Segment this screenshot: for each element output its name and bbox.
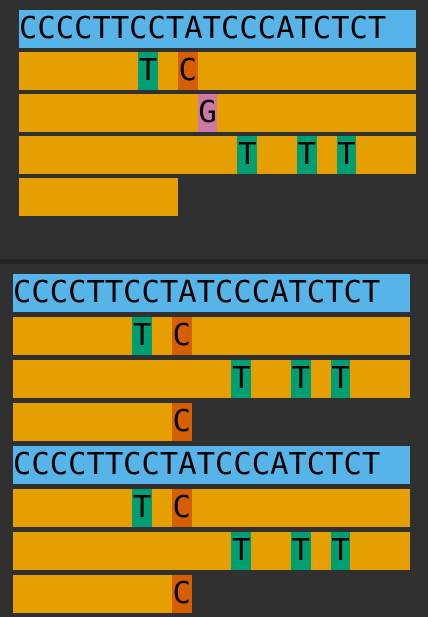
mismatch-base-t: T (132, 317, 152, 355)
mismatch-base-t: T (138, 52, 158, 90)
aligned-read[interactable]: G (19, 94, 416, 132)
aligned-read[interactable] (19, 178, 178, 216)
mismatch-base-t: T (290, 360, 311, 398)
mismatch-base-t: T (237, 136, 258, 174)
aligned-read[interactable]: C (13, 403, 192, 441)
mismatch-base-c: C (171, 575, 192, 613)
mismatch-base-t: T (296, 136, 317, 174)
mismatch-base-g: G (197, 94, 218, 132)
mismatch-base-c: C (177, 52, 198, 90)
mismatch-base-c: C (171, 317, 192, 355)
mismatch-base-t: T (231, 360, 252, 398)
reference-sequence: CCCCTTCCTATCCCATCTCT (19, 10, 416, 48)
mismatch-base-t: T (290, 532, 311, 570)
mismatch-base-t: T (330, 360, 351, 398)
mismatch-base-c: C (171, 489, 192, 527)
mismatch-base-t: T (336, 136, 357, 174)
mismatch-base-c: C (171, 403, 192, 441)
mismatch-base-t: T (231, 532, 252, 570)
reference-sequence: CCCCTTCCTATCCCATCTCT (13, 274, 410, 312)
reference-sequence: CCCCTTCCTATCCCATCTCT (13, 446, 410, 484)
aligned-read[interactable]: C (13, 575, 192, 613)
mismatch-base-t: T (330, 532, 351, 570)
panel-divider[interactable] (0, 259, 428, 264)
mismatch-base-t: T (132, 489, 152, 527)
